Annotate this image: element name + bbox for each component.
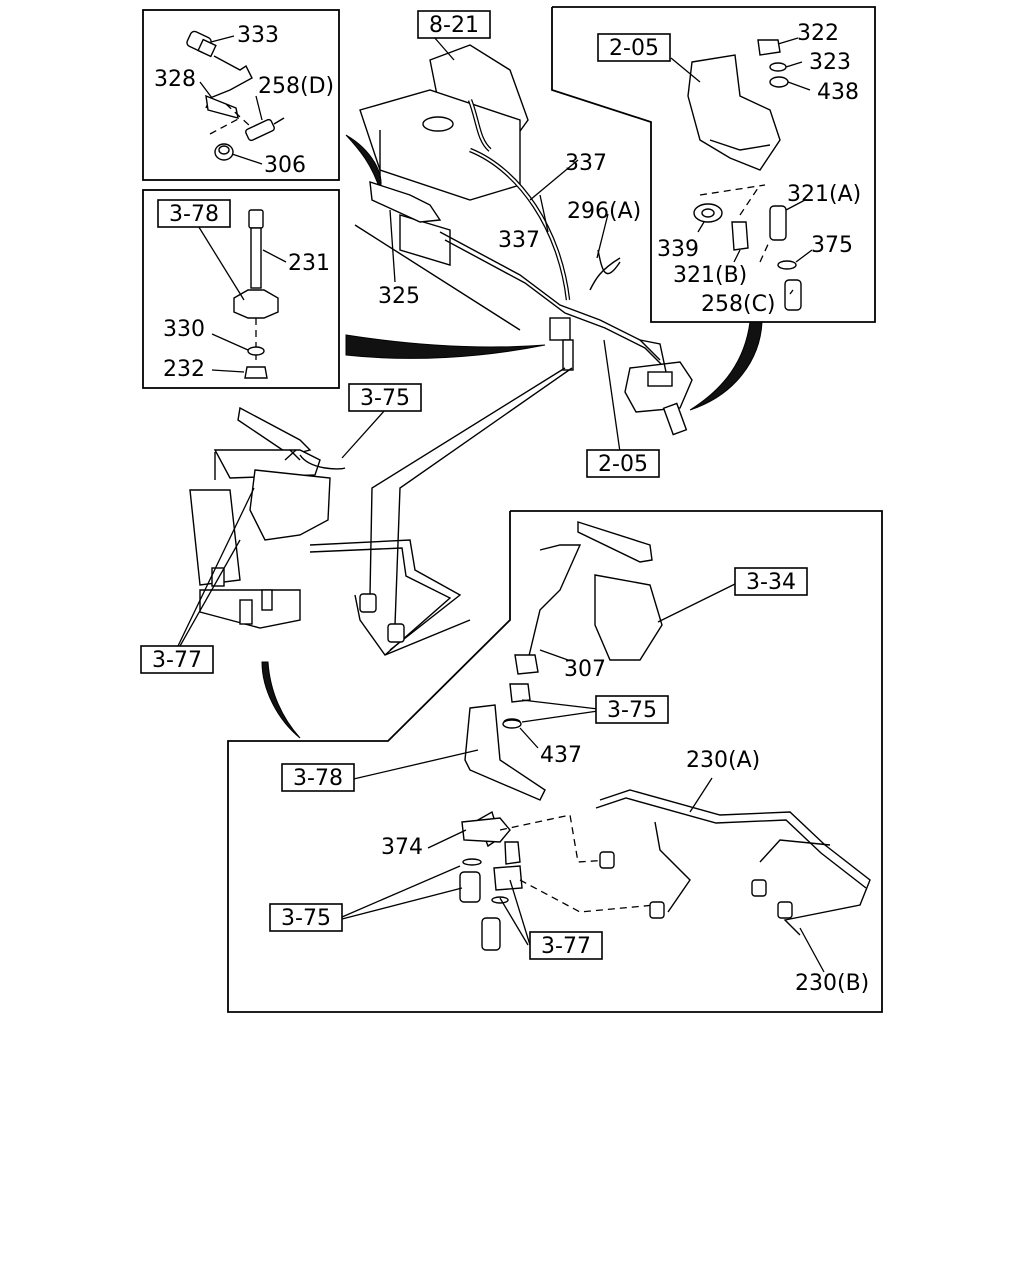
part-label-374: 374	[381, 835, 423, 860]
part-label-258c: 258(C)	[701, 292, 776, 317]
inset-frame-top-right	[551, 6, 876, 323]
ref-box-3-78-bottom[interactable]: 3-78	[281, 763, 355, 792]
part-label-337-upper: 337	[565, 151, 607, 176]
pipe-harness-upper	[439, 147, 666, 371]
ref-box-2-05-top[interactable]: 2-05	[597, 33, 671, 62]
ref-box-3-77-left[interactable]: 3-77	[140, 645, 214, 674]
part-label-328: 328	[154, 67, 196, 92]
ref-box-3-77-bottom[interactable]: 3-77	[529, 931, 603, 960]
svg-text:3-78: 3-78	[169, 202, 219, 227]
valve-assembly-bottom	[502, 521, 663, 729]
part-label-258d: 258(D)	[258, 74, 334, 99]
valve-assembly-right	[624, 339, 693, 436]
callout-arc-right	[689, 321, 763, 411]
svg-text:3-77: 3-77	[541, 934, 591, 959]
part-label-306: 306	[264, 153, 306, 178]
inset-frame-top-left	[142, 9, 340, 181]
svg-text:2-05: 2-05	[609, 36, 659, 61]
svg-text:3-77: 3-77	[152, 648, 202, 673]
inset-frame-mid-left	[142, 189, 340, 389]
part-label-230a: 230(A)	[686, 748, 760, 773]
svg-text:3-34: 3-34	[746, 570, 796, 595]
part-label-230b: 230(B)	[795, 971, 869, 996]
part-label-231: 231	[288, 251, 330, 276]
svg-text:8-21: 8-21	[429, 13, 479, 38]
stud-assembly	[233, 209, 279, 379]
part-label-339: 339	[657, 237, 699, 262]
bracket-assembly-top-left	[186, 30, 285, 161]
svg-text:3-78: 3-78	[293, 766, 343, 791]
callout-arc-mid	[345, 334, 546, 359]
cab-mount-structure	[354, 44, 529, 331]
ref-box-3-78-top[interactable]: 3-78	[157, 199, 231, 228]
part-label-321b: 321(B)	[673, 263, 747, 288]
brake-valve-unit	[189, 406, 346, 629]
pipe-harness-middle	[309, 367, 573, 656]
svg-text:3-75: 3-75	[281, 906, 331, 931]
svg-text:2-05: 2-05	[598, 452, 648, 477]
bracket-bottom	[459, 704, 656, 951]
part-label-337-lower: 337	[498, 228, 540, 253]
part-label-333: 333	[237, 23, 279, 48]
inset-frame-bottom	[227, 510, 883, 1013]
part-label-321a: 321(A)	[787, 182, 861, 207]
part-label-375: 375	[811, 233, 853, 258]
part-label-296a: 296(A)	[567, 199, 641, 224]
ref-box-3-75-bottom[interactable]: 3-75	[269, 903, 343, 932]
callout-arc-bottom	[261, 661, 301, 739]
ref-box-2-05-mid[interactable]: 2-05	[586, 449, 660, 478]
ref-box-3-34[interactable]: 3-34	[734, 567, 808, 596]
bracket-top-right	[687, 39, 802, 311]
svg-text:3-75: 3-75	[607, 698, 657, 723]
part-label-437: 437	[540, 743, 582, 768]
ref-box-3-75-right[interactable]: 3-75	[595, 695, 669, 724]
part-label-438: 438	[817, 80, 859, 105]
ref-box-3-75-mid[interactable]: 3-75	[348, 383, 422, 412]
part-label-330: 330	[163, 317, 205, 342]
part-label-232: 232	[163, 357, 205, 382]
svg-text:3-75: 3-75	[360, 386, 410, 411]
part-label-307: 307	[564, 657, 606, 682]
part-label-325: 325	[378, 284, 420, 309]
ref-box-8-21[interactable]: 8-21	[417, 10, 491, 39]
part-label-323: 323	[809, 50, 851, 75]
pipe-harness-bottom	[595, 789, 871, 936]
part-label-322: 322	[797, 21, 839, 46]
